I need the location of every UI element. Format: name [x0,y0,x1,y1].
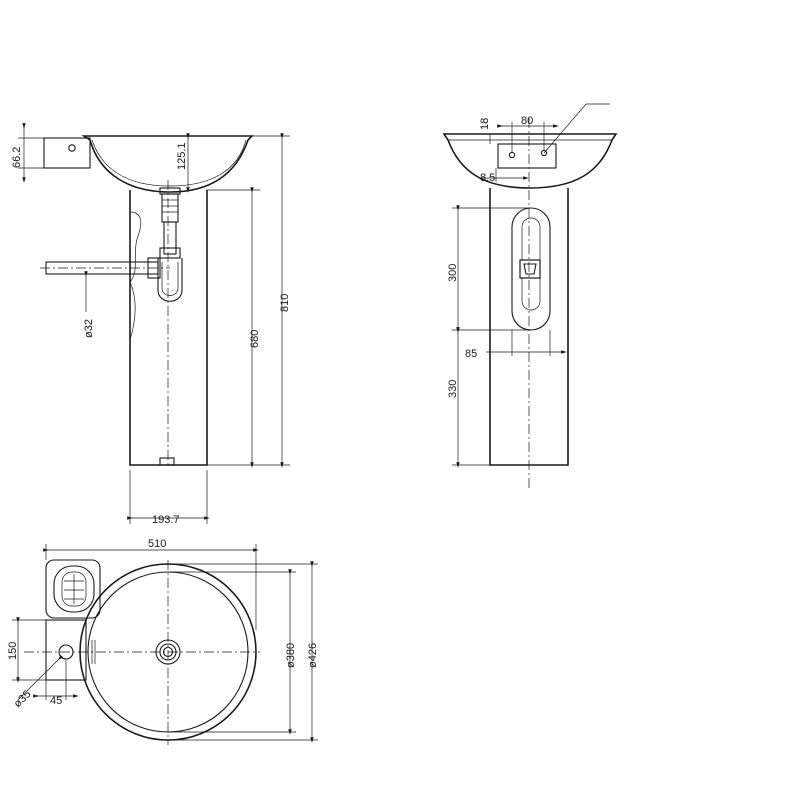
front-opening [511,207,551,331]
side-tap-hole [68,144,76,152]
dim-basin-depth: 125.1 [176,142,188,170]
dim-overflow-height: 66.2 [11,147,23,168]
dim-total-height: 810 [279,294,291,312]
dim-opening-height: 300 [447,264,459,282]
side-view: 66.2 125.1 ø32 680 810 193.7 [11,123,291,526]
plan-control-panel [53,565,95,613]
dim-rim-diameter: ø426 [307,643,319,668]
dim-pedestal-height: 680 [249,330,261,348]
side-trap [157,187,183,302]
front-tap-block [497,143,557,169]
dim-overall-width: 510 [148,538,166,550]
dim-bowl-diameter: ø380 [285,643,297,668]
front-view: 18 80 8.5 300 85 330 [442,103,618,488]
dim-opening-width: 85 [465,348,477,360]
dim-tap-offset: 8.5 [480,172,495,184]
side-pedestal [129,190,208,466]
front-basin [442,133,618,189]
plan-view: 510 ø380 ø426 150 ø35 45 [7,538,319,745]
side-basin [81,135,254,193]
dim-tap-block: 150 [7,642,19,660]
dim-pedestal-width: 193.7 [152,514,180,526]
dim-tap-offset: 45 [50,695,62,707]
dim-waste-pipe: ø32 [83,319,95,338]
side-tap-block [43,137,91,169]
plan-tap-block [45,559,101,619]
dim-tap-hole: ø35 [12,688,34,710]
dim-tap-spacing: 80 [521,115,533,127]
dim-top-offset: 18 [479,118,491,130]
dim-floor-to-opening: 330 [447,380,459,398]
